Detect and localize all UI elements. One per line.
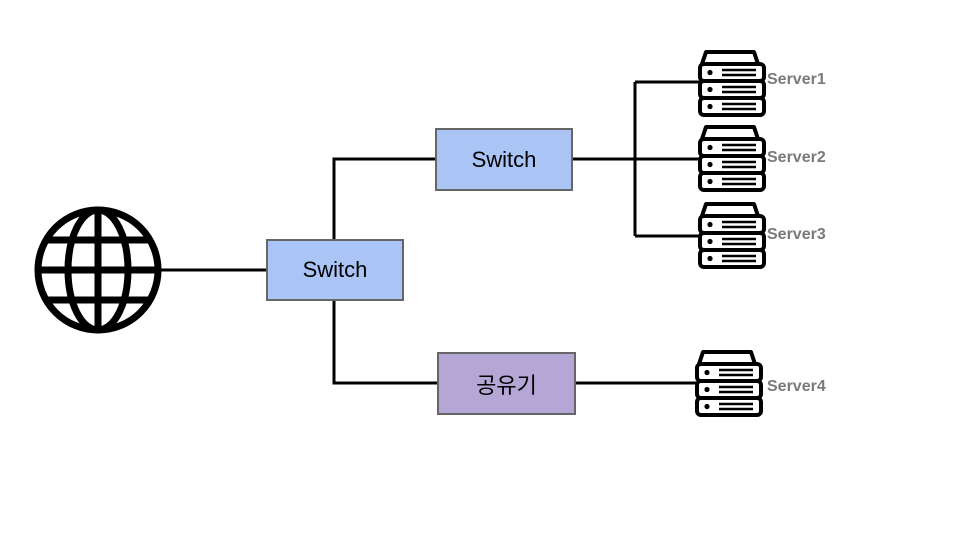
router[interactable]: 공유기	[437, 352, 576, 415]
link-switch-switch-top	[332, 157, 436, 240]
globe-icon	[34, 206, 162, 334]
switch-main-label: Switch	[302, 257, 368, 282]
server-icon	[695, 350, 763, 417]
server-icon	[698, 202, 766, 269]
switch-top-label: Switch	[471, 146, 537, 172]
server-icon	[698, 50, 766, 117]
server-icon	[698, 125, 766, 192]
server2-label: Server2	[767, 149, 826, 166]
switch-top[interactable]: Switch	[435, 128, 573, 191]
switch-main[interactable]: Switch	[266, 239, 404, 301]
router-label: 공유기	[476, 372, 537, 398]
link-switch-router	[332, 300, 438, 385]
server4-label: Server4	[767, 378, 826, 395]
server3-label: Server3	[767, 226, 826, 243]
server1-label: Server1	[767, 71, 826, 88]
